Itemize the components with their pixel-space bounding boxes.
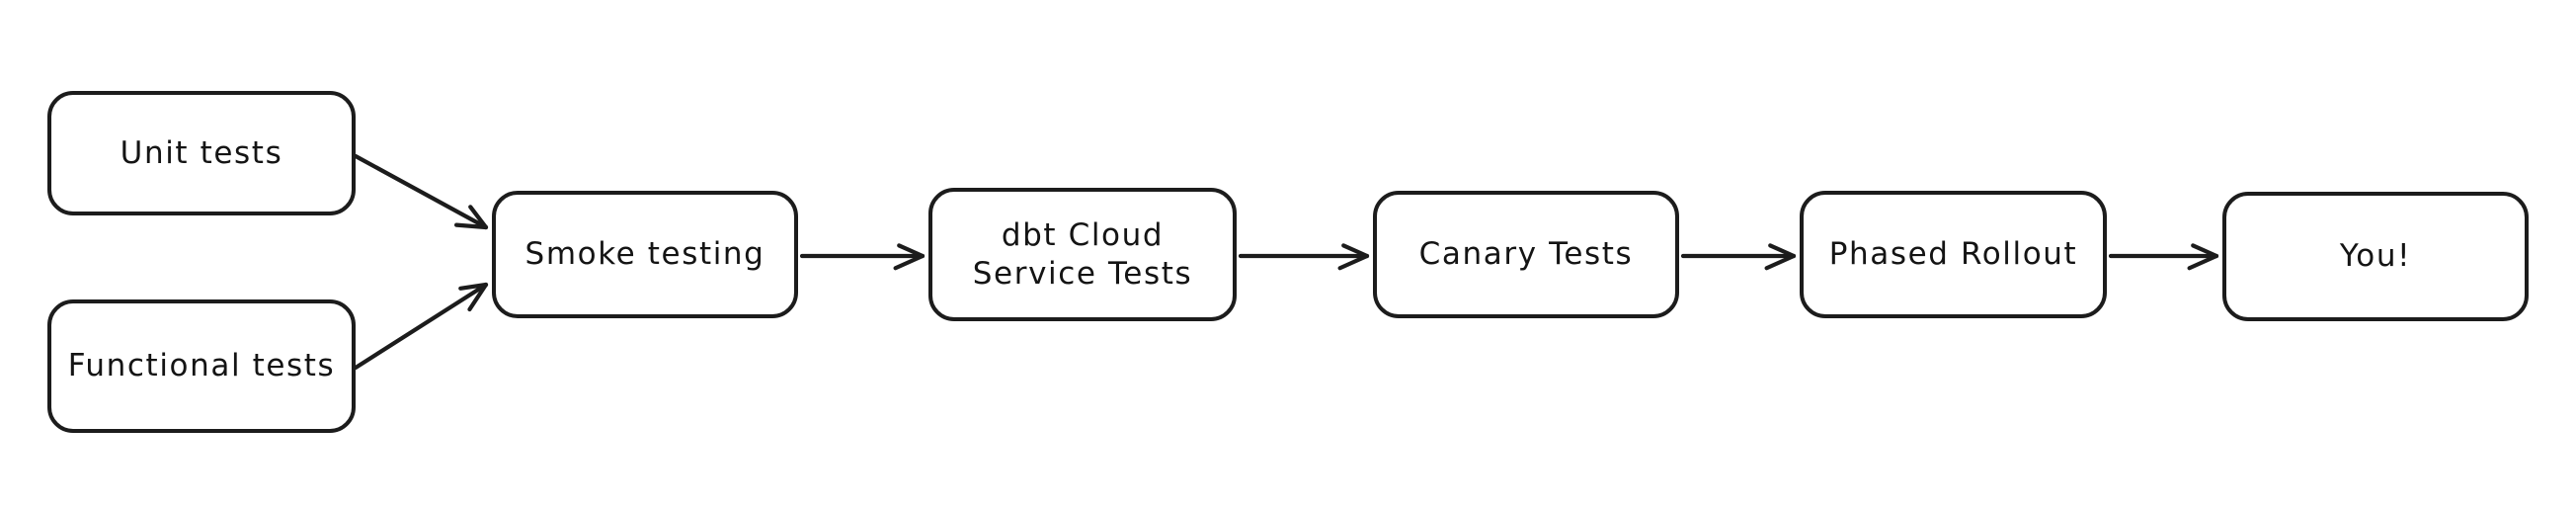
node-smoke-testing[interactable]: Smoke testing bbox=[492, 191, 798, 318]
edge-functional-to-smoke bbox=[353, 282, 489, 371]
edge-smoke-to-dbt bbox=[799, 243, 926, 271]
node-phased-rollout[interactable]: Phased Rollout bbox=[1800, 191, 2107, 318]
node-label-you: You! bbox=[2339, 238, 2412, 275]
node-functional-tests[interactable]: Functional tests bbox=[47, 299, 356, 433]
edge-unit-to-smoke bbox=[353, 153, 489, 230]
node-unit-tests[interactable]: Unit tests bbox=[47, 91, 356, 215]
node-label-smoke-testing: Smoke testing bbox=[524, 236, 765, 273]
node-canary-tests[interactable]: Canary Tests bbox=[1373, 191, 1679, 318]
node-label-phased-rollout: Phased Rollout bbox=[1828, 236, 2078, 273]
node-you[interactable]: You! bbox=[2222, 192, 2529, 321]
node-label-canary-tests: Canary Tests bbox=[1418, 236, 1634, 273]
node-label-dbt-cloud-service-tests: dbt Cloud Service Tests bbox=[972, 216, 1193, 292]
edge-canary-to-phased bbox=[1680, 243, 1797, 271]
node-label-functional-tests: Functional tests bbox=[67, 348, 336, 384]
edge-phased-to-you bbox=[2108, 243, 2219, 271]
edge-dbt-to-canary bbox=[1238, 243, 1370, 271]
node-dbt-cloud-service-tests[interactable]: dbt Cloud Service Tests bbox=[928, 188, 1237, 321]
node-label-unit-tests: Unit tests bbox=[120, 134, 283, 171]
